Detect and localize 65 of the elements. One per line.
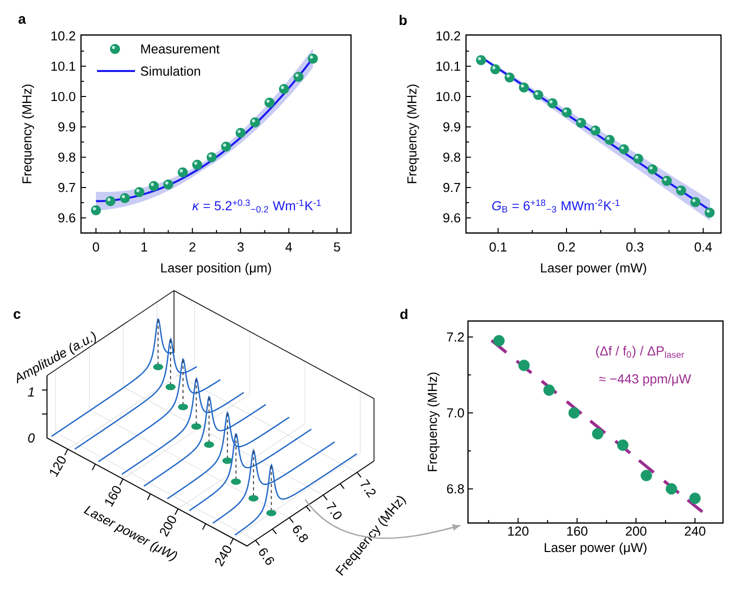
tick-label: 0.1 bbox=[490, 242, 507, 252]
tick-label: 6.8 bbox=[292, 526, 308, 542]
y-tick-label: 7.2 bbox=[447, 332, 464, 342]
point bbox=[543, 384, 555, 396]
x-tick-label: 240 bbox=[684, 526, 706, 536]
point bbox=[568, 407, 580, 419]
tick-label: 4 bbox=[285, 242, 292, 252]
annotation: κ = 5.2$^{+0.3}$$_{−0.2}$ Wm$^{-1}$K$^{-1}$ bbox=[192, 200, 321, 212]
tick-label: 2 bbox=[189, 242, 196, 252]
tick-label: 240 bbox=[215, 546, 232, 567]
tick-label: 0.4 bbox=[694, 242, 712, 252]
legend-label: Measurement bbox=[141, 44, 220, 54]
tick-label: 1 bbox=[142, 242, 148, 252]
tick-label: 0.3 bbox=[626, 242, 644, 252]
tick-label: 200 bbox=[160, 516, 176, 537]
tick-label: 9.6 bbox=[58, 213, 76, 222]
tick-label: 9.9 bbox=[58, 122, 76, 132]
point bbox=[518, 360, 530, 372]
tick-label: 9.7 bbox=[443, 182, 460, 192]
plot-frame bbox=[467, 320, 724, 524]
axis-title: Frequency (MHz) bbox=[22, 84, 34, 184]
tick-label: 9.7 bbox=[58, 182, 76, 192]
annotation: (Δf / f$_{0}$) / ΔP$_{laser}$ bbox=[596, 346, 684, 358]
panel-label: b bbox=[400, 14, 407, 26]
annotation: G$_{B}$ = 6$^{+18}$$_{−3}$ MWm$^{-2}$K$^{-1}$ bbox=[492, 200, 620, 212]
tick-label: 5 bbox=[334, 242, 340, 252]
tick-label: 10.1 bbox=[51, 62, 76, 71]
tick-label: 7.0 bbox=[326, 502, 342, 520]
x-axis-title: Laser power (μW) bbox=[544, 542, 646, 555]
axis-title: Frequency (MHz) bbox=[406, 84, 420, 184]
tick-label: 7.2 bbox=[360, 478, 376, 498]
y-tick-label: 7.0 bbox=[447, 408, 464, 418]
point bbox=[640, 470, 652, 482]
tick-label: 10.2 bbox=[436, 31, 460, 40]
panel-label: d bbox=[400, 308, 408, 320]
point bbox=[666, 483, 678, 495]
point bbox=[592, 428, 604, 440]
tick-label: 10.0 bbox=[436, 92, 460, 102]
tick-label: 0 bbox=[92, 242, 100, 252]
point bbox=[617, 439, 628, 451]
panel-label: c bbox=[14, 311, 20, 319]
point bbox=[493, 335, 505, 346]
x-tick-label: 120 bbox=[508, 526, 528, 536]
x-tick-label: 160 bbox=[567, 526, 588, 536]
tick-label: 9.8 bbox=[58, 152, 76, 162]
arrow bbox=[304, 499, 460, 539]
tick-label: 10.2 bbox=[51, 31, 76, 40]
panel-label: a bbox=[18, 16, 26, 24]
tick-label: 160 bbox=[105, 486, 121, 507]
y-tick-label: 6.8 bbox=[447, 484, 464, 494]
axis-title: Laser power (mW) bbox=[541, 262, 646, 276]
annotation: ≈ −443 ppm/μW bbox=[599, 374, 692, 386]
tick-label: 9.8 bbox=[443, 152, 460, 162]
point bbox=[689, 492, 701, 504]
tick-label: 3 bbox=[237, 242, 244, 252]
tick-label: 9.6 bbox=[443, 213, 460, 222]
tick-label: 0.2 bbox=[558, 242, 575, 252]
legend-label: Simulation bbox=[140, 66, 200, 76]
tick-label: 120 bbox=[50, 456, 66, 477]
tick-label: 10.1 bbox=[436, 62, 460, 71]
axis-title: Laser position (μm) bbox=[161, 262, 271, 276]
tick-label: 10.0 bbox=[51, 92, 76, 102]
tick-label: 9.9 bbox=[443, 122, 460, 132]
y-axis-title: Frequency (MHz) bbox=[427, 372, 440, 472]
x-tick-label: 200 bbox=[626, 526, 646, 536]
